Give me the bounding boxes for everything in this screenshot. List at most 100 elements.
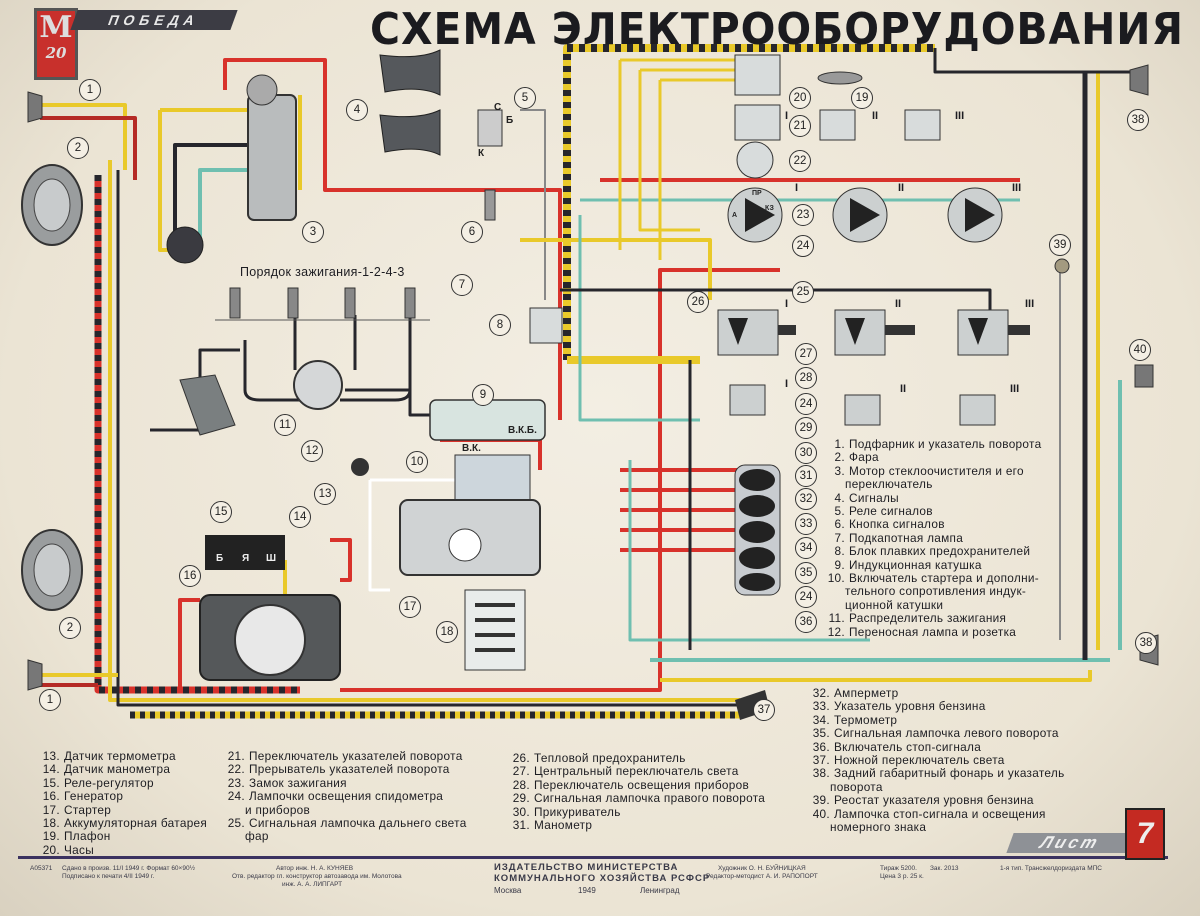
legend-number: 2. (834, 450, 845, 465)
callout-number: 38 (1127, 109, 1149, 131)
legend-item: 32.Амперметр (810, 686, 1065, 700)
wire-white-starter (368, 478, 460, 592)
callout-number: 3 (302, 221, 324, 243)
callout-number: 31 (795, 465, 817, 487)
legend-item: 13.Датчик термометра (40, 749, 207, 763)
legend-item: 28.Переключатель освещения приборов (510, 778, 765, 792)
pin-label: ПР (752, 190, 762, 197)
legend-item: 26.Тепловой предохранитель (510, 751, 765, 765)
callout-number: 34 (795, 537, 817, 559)
legend-number: 33. (812, 699, 830, 714)
legend-item: 25.Сигнальная лампочка дальнего света (225, 816, 467, 831)
legend-item: 27.Центральный переключатель света (510, 764, 765, 779)
legend-text: Часы (64, 842, 95, 857)
wire-yellow-right (660, 670, 1092, 682)
footer-author: Автор инж. Н. А. КУНЯЕВ (276, 865, 354, 872)
legend-item: 5.Реле сигналов (825, 504, 1041, 519)
starter-switch (454, 454, 531, 501)
distributor (293, 360, 343, 410)
footer-editor-name: инж. А. А. ЛИПГАРТ (282, 881, 343, 888)
legend-text: Лампочки освещения спидометра (249, 789, 444, 804)
turn-switch-III (904, 109, 941, 141)
variant-label: III (1025, 298, 1035, 310)
legend-number: 35. (812, 726, 830, 741)
callout-number: 7 (451, 274, 473, 296)
callout-number: 1 (39, 689, 61, 711)
footer-divider (18, 856, 1168, 859)
legend-number: 38. (812, 766, 830, 781)
legend-text: Генератор (64, 789, 124, 804)
spark-plugs (229, 287, 416, 319)
footer-year: 1949 (578, 886, 596, 895)
legend-text: Реле сигналов (849, 504, 933, 519)
fuse-block (529, 307, 563, 344)
legend-number: 16. (42, 789, 60, 804)
legend-item: 21.Переключатель указателей поворота (225, 749, 467, 763)
footer-publisher-1: ИЗДАТЕЛЬСТВО МИНИСТЕРСТВА (494, 862, 679, 873)
legend-item: 37.Ножной переключатель света (810, 753, 1065, 768)
variant-label: II (895, 298, 902, 310)
legend-item: 38.Задний габаритный фонарь и указатель (810, 766, 1065, 781)
legend-item: 10.Включатель стартера и дополни- (825, 571, 1041, 585)
legend-text: Датчик манометра (64, 762, 171, 777)
turn-interrupter (736, 141, 774, 179)
legend-number: 22. (227, 762, 245, 777)
legend-number: 40. (812, 806, 830, 821)
variant-label: II (898, 182, 905, 194)
legend-item: 2.Фара (825, 450, 1041, 465)
legend-number: 13. (42, 749, 60, 763)
legend-item: 36.Включатель стоп-сигнала (810, 739, 1065, 754)
legend-item: 23.Замок зажигания (225, 776, 467, 790)
legend-item: 20.Часы (40, 842, 207, 857)
legend-text-continued: тельного сопротивления индук- (845, 584, 1027, 599)
legend-item: 11.Распределитель зажигания (825, 611, 1041, 625)
legend-item: 12.Переносная лампа и розетка (825, 625, 1041, 639)
horn-lower (379, 109, 441, 156)
variant-label: II (872, 110, 879, 122)
legend-text: Подкапотная лампа (849, 530, 964, 545)
legend-text: Прерыватель указателей поворота (249, 762, 450, 777)
legend-item: 22. Прерыватель указателей поворота (225, 762, 467, 777)
pin-label: Б (506, 115, 514, 126)
legend-number: 37. (812, 753, 830, 768)
pin-label: Ш (266, 553, 277, 564)
lamp-socket (351, 458, 369, 476)
variant-label: II (900, 383, 907, 395)
legend-text-continued: поворота (830, 779, 883, 794)
legend-number: 31. (512, 818, 530, 833)
callout-number: 36 (795, 611, 817, 633)
components (21, 49, 1159, 720)
callout-number: 37 (753, 699, 775, 721)
legend-text: Кнопка сигналов (849, 517, 945, 532)
legend-text: Прикуриватель (534, 804, 621, 819)
pin-label: В.К.Б. (508, 425, 537, 436)
legend-item: 19.Плафон (40, 830, 207, 844)
callout-number: 25 (792, 281, 814, 303)
callout-number: 16 (179, 565, 201, 587)
legend-number: 14. (42, 762, 60, 777)
callout-number: 27 (795, 343, 817, 365)
footer-price: Цена 3 р. 25 к. (880, 873, 924, 880)
legend-text: Центральный переключатель света (534, 764, 739, 779)
legend-text: Указатель уровня бензина (834, 699, 986, 714)
legend-item: 35.Сигнальная лампочка левого поворота (810, 726, 1065, 741)
footer-artist: Художник О. Н. БУЙНИЦКАЯ (718, 865, 806, 872)
legend-text: Амперметр (834, 686, 899, 700)
callout-number: 23 (792, 204, 814, 226)
callout-number: 32 (795, 488, 817, 510)
legend-text: Стартер (64, 802, 112, 817)
pin-label: КЗ (765, 205, 774, 212)
wire-ht-4 (340, 315, 412, 402)
legend-number: 25. (227, 816, 245, 831)
legend-item: 8.Блок плавких предохранителей (825, 544, 1041, 558)
footer-city-2: Ленинград (640, 886, 680, 895)
wire-teal-dash (578, 215, 700, 422)
voltage-regulator (205, 535, 285, 570)
turn-switch-II (819, 109, 856, 141)
footer-editor: Отв. редактор гл. конструктор автозавода… (232, 873, 402, 880)
callout-number: 2 (67, 137, 89, 159)
legend-number: 36. (812, 739, 830, 754)
